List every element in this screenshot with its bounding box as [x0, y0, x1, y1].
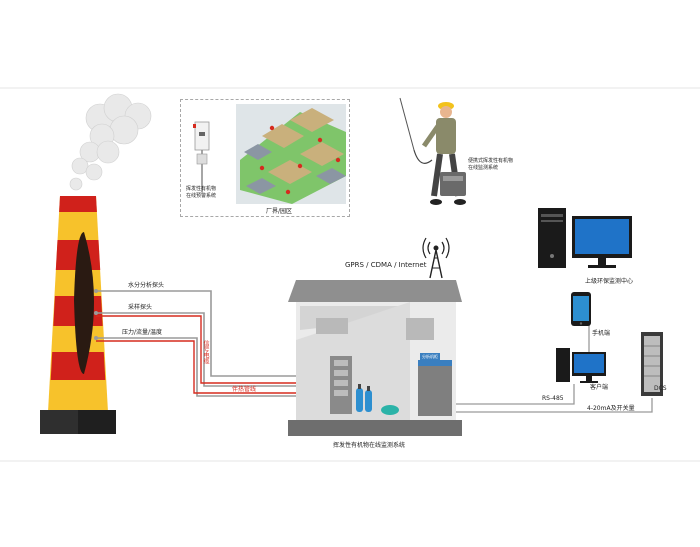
probe-point-sampling	[94, 311, 98, 315]
portable-device-label: 便携式挥发性有机物 在线监测系统	[468, 158, 514, 171]
smoke-cloud-icon	[69, 93, 152, 191]
industrial-park-icon	[236, 104, 346, 204]
system-title-label: 挥发性有机物在线监测系统	[333, 442, 406, 449]
network-label: GPRS / CDMA / Internet	[345, 261, 427, 269]
upper-center-label: 上级环保监测中心	[585, 278, 634, 285]
gas-cylinder-icon	[356, 384, 399, 415]
park-area-label: 厂界/园区	[266, 208, 293, 215]
moisture-probe-label: 水分分析探头	[128, 282, 165, 289]
chimney-icon	[40, 196, 116, 434]
monitoring-station-icon	[288, 280, 462, 436]
client-label: 客户端	[590, 384, 609, 391]
probe-point-pressure	[94, 336, 98, 340]
sampling-probe-label: 采样探头	[128, 304, 153, 311]
boundary-system-label: 挥发性有机物 在线预警系统	[186, 186, 217, 199]
mobile-label: 手机端	[592, 330, 611, 337]
analog-switch-label: 4-20mA及开关量	[587, 405, 635, 412]
boundary-monitor-pole-icon	[193, 121, 210, 192]
heat-trace-pipe-label: 伴热管线	[232, 386, 257, 393]
park-monitoring-inset	[180, 99, 350, 217]
worker-portable-device-icon	[399, 97, 466, 205]
signal-cable-label: 信号电缆	[202, 340, 209, 364]
smartphone-icon	[571, 292, 591, 326]
client-computer-icon	[556, 348, 606, 383]
cabinet-label: 分析机柜	[420, 353, 440, 360]
probe-point-moisture	[94, 289, 98, 293]
desktop-computer-icon	[538, 208, 632, 268]
heat-trace-lines	[96, 315, 300, 394]
dcs-server-icon	[641, 332, 663, 396]
pressure-flow-temp-label: 压力/流量/温度	[122, 329, 163, 336]
probe-lines	[96, 290, 300, 397]
dcs-label: DCS	[654, 385, 667, 392]
rs485-label: RS-485	[542, 395, 564, 402]
antenna-tower-icon	[422, 237, 450, 279]
